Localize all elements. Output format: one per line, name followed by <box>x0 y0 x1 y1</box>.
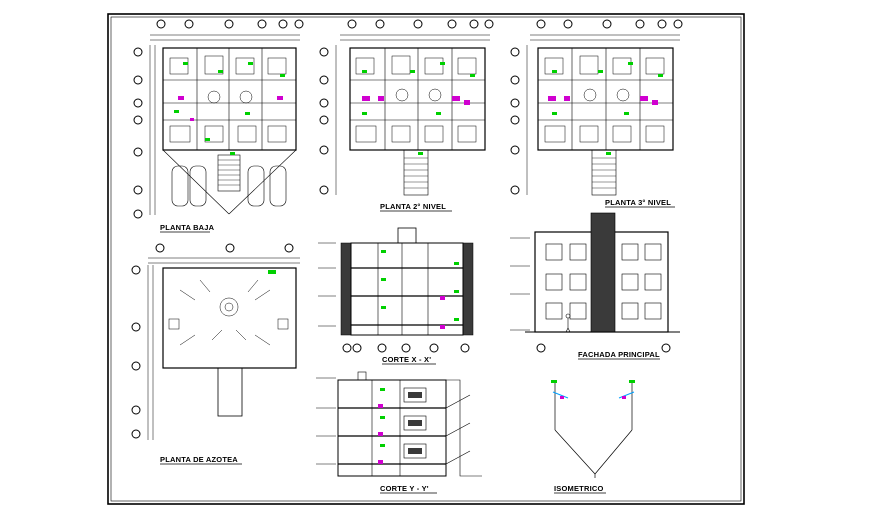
green-level-markers <box>552 62 663 155</box>
view-title-isometrico: ISOMETRICO <box>554 484 604 493</box>
view-title-corte-y: CORTE Y - Y' <box>380 484 429 493</box>
view-title-planta-3: PLANTA 3° NIVEL <box>605 198 671 207</box>
person-figure-icon <box>565 313 571 333</box>
isometrico-view: ISOMETRICO <box>551 380 635 494</box>
view-title-corte-x: CORTE X - X' <box>382 355 431 364</box>
view-title-planta-baja: PLANTA BAJA <box>160 223 215 232</box>
grid-bubbles <box>342 343 470 353</box>
sheet-outer-border <box>107 13 745 505</box>
view-title-planta-azotea: PLANTA DE AZOTEA <box>160 455 238 464</box>
green-level-markers <box>174 62 285 155</box>
magenta-fixtures <box>178 96 283 121</box>
room-fixtures <box>169 55 287 143</box>
parked-car-icon <box>171 165 287 207</box>
corte-y-view: CORTE Y - Y' <box>316 371 482 494</box>
planta-3-view: PLANTA 3° NIVEL <box>510 19 683 208</box>
grid-bubbles <box>133 19 304 219</box>
corte-x-view: CORTE X - X' <box>318 227 474 365</box>
planta-2-view: PLANTA 2° NIVEL <box>319 19 494 212</box>
magenta-fixtures <box>362 96 470 105</box>
grid-bubbles <box>536 343 671 353</box>
sheet-inner-border <box>110 16 742 502</box>
view-title-planta-2: PLANTA 2° NIVEL <box>380 202 446 211</box>
planta-azotea-view: PLANTA DE AZOTEA <box>131 243 300 465</box>
grid-bubbles <box>131 243 294 439</box>
planta-baja-view: PLANTA BAJA <box>133 19 304 233</box>
grid-bubbles <box>319 19 494 195</box>
room-fixtures <box>544 55 665 143</box>
view-title-fachada: FACHADA PRINCIPAL <box>578 350 660 359</box>
magenta-fixtures <box>548 96 658 105</box>
grid-bubbles <box>510 19 683 195</box>
room-fixtures <box>355 55 477 143</box>
green-level-markers <box>362 62 475 155</box>
fachada-view: FACHADA PRINCIPAL <box>510 212 680 360</box>
